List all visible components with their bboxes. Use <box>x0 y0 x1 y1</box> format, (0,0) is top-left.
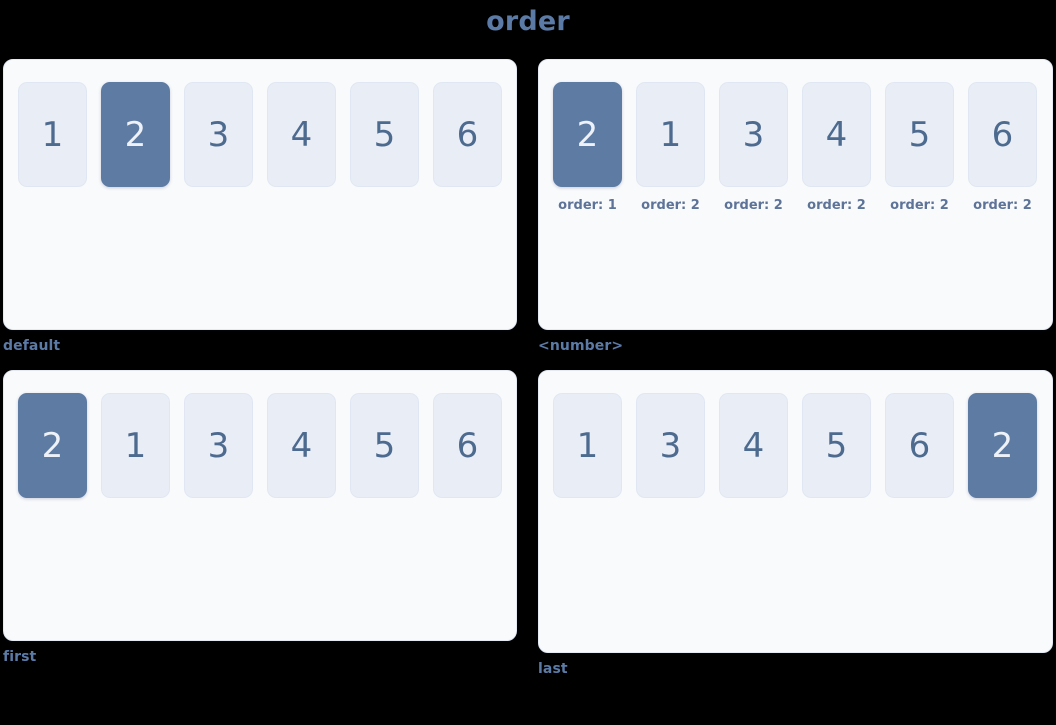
order-item[interactable]: 3 <box>636 393 705 498</box>
order-item[interactable]: 6 <box>968 82 1037 187</box>
item-wrapper: 3 <box>184 82 253 187</box>
item-wrapper: 4 <box>267 82 336 187</box>
order-item-active[interactable]: 2 <box>968 393 1037 498</box>
order-item[interactable]: 4 <box>802 82 871 187</box>
item-wrapper: 2 order: 1 <box>553 82 622 213</box>
item-wrapper: 3 <box>184 393 253 498</box>
item-wrapper: 1 order: 2 <box>636 82 705 213</box>
order-item[interactable]: 4 <box>267 393 336 498</box>
order-item-active[interactable]: 2 <box>101 82 170 187</box>
order-item[interactable]: 1 <box>101 393 170 498</box>
panel-grid: 1 2 3 4 5 6 <box>0 59 1056 679</box>
item-wrapper: 6 <box>885 393 954 498</box>
order-item[interactable]: 6 <box>885 393 954 498</box>
panel-cell-default: 1 2 3 4 5 6 <box>3 59 517 355</box>
order-value-label: order: 2 <box>724 198 783 213</box>
page-title: order <box>486 6 570 37</box>
order-item-active[interactable]: 2 <box>553 82 622 187</box>
item-wrapper: 6 <box>433 393 502 498</box>
item-wrapper: 5 <box>350 393 419 498</box>
item-wrapper: 4 <box>267 393 336 498</box>
item-wrapper: 1 <box>101 393 170 498</box>
panel-caption: <number> <box>538 338 624 354</box>
order-demo-panel-number: 2 order: 1 1 order: 2 3 order: 2 4 order… <box>538 59 1053 330</box>
order-item[interactable]: 5 <box>802 393 871 498</box>
order-value-label: order: 2 <box>641 198 700 213</box>
order-value-label: order: 2 <box>807 198 866 213</box>
order-item[interactable]: 1 <box>636 82 705 187</box>
order-item[interactable]: 6 <box>433 82 502 187</box>
panel-cell-first: 2 1 3 4 5 6 <box>3 370 517 666</box>
item-track: 1 2 3 4 5 6 <box>4 82 502 187</box>
order-item[interactable]: 5 <box>350 393 419 498</box>
item-wrapper: 3 order: 2 <box>719 82 788 213</box>
item-wrapper: 2 <box>968 393 1037 498</box>
item-wrapper: 3 <box>636 393 705 498</box>
item-wrapper: 4 order: 2 <box>802 82 871 213</box>
panel-caption: last <box>538 661 568 677</box>
item-wrapper: 1 <box>18 82 87 187</box>
item-track: 2 order: 1 1 order: 2 3 order: 2 4 order… <box>539 82 1037 213</box>
panel-caption: first <box>3 649 37 665</box>
order-value-label: order: 2 <box>973 198 1032 213</box>
item-track: 2 1 3 4 5 6 <box>4 393 502 498</box>
order-demo-panel-last: 1 3 4 5 6 2 <box>538 370 1053 653</box>
panel-cell-number: 2 order: 1 1 order: 2 3 order: 2 4 order… <box>538 59 1053 355</box>
order-value-label: order: 2 <box>890 198 949 213</box>
item-wrapper: 4 <box>719 393 788 498</box>
panel-caption: default <box>3 338 61 354</box>
item-track: 1 3 4 5 6 2 <box>539 393 1037 498</box>
order-item[interactable]: 1 <box>18 82 87 187</box>
item-wrapper: 6 <box>433 82 502 187</box>
item-wrapper: 5 <box>350 82 419 187</box>
order-item-active[interactable]: 2 <box>18 393 87 498</box>
order-item[interactable]: 3 <box>184 393 253 498</box>
order-demo-panel-default: 1 2 3 4 5 6 <box>3 59 517 330</box>
item-wrapper: 6 order: 2 <box>968 82 1037 213</box>
order-item[interactable]: 3 <box>184 82 253 187</box>
item-wrapper: 2 <box>101 82 170 187</box>
order-item[interactable]: 6 <box>433 393 502 498</box>
item-wrapper: 2 <box>18 393 87 498</box>
item-wrapper: 5 order: 2 <box>885 82 954 213</box>
order-item[interactable]: 4 <box>719 393 788 498</box>
order-item[interactable]: 5 <box>350 82 419 187</box>
item-wrapper: 1 <box>553 393 622 498</box>
order-value-label: order: 1 <box>558 198 617 213</box>
order-item[interactable]: 3 <box>719 82 788 187</box>
order-item[interactable]: 5 <box>885 82 954 187</box>
panel-cell-last: 1 3 4 5 6 2 <box>538 370 1053 678</box>
order-item[interactable]: 1 <box>553 393 622 498</box>
item-wrapper: 5 <box>802 393 871 498</box>
order-demo-panel-first: 2 1 3 4 5 6 <box>3 370 517 641</box>
order-item[interactable]: 4 <box>267 82 336 187</box>
